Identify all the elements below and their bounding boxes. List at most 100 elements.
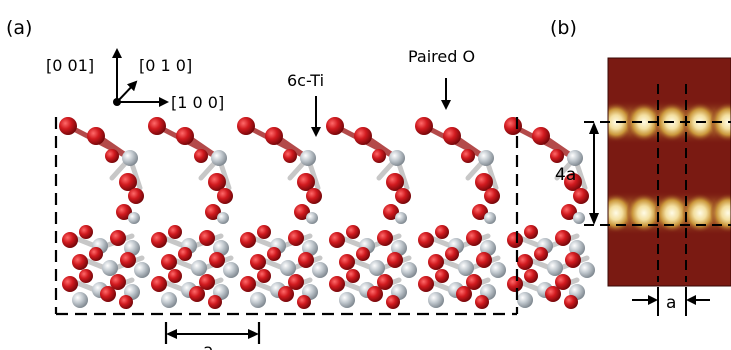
- oxygen-atom: [265, 127, 283, 145]
- oxygen-atom: [443, 127, 461, 145]
- oxygen-atom: [339, 254, 355, 270]
- oxygen-atom: [240, 232, 256, 248]
- stm-bright-spot: [626, 193, 662, 233]
- oxygen-atom: [278, 286, 294, 302]
- oxygen-atom: [524, 225, 538, 239]
- oxygen-atom: [128, 188, 144, 204]
- oxygen-atom: [386, 295, 400, 309]
- oxygen-atom: [59, 117, 77, 135]
- titanium-atom: [490, 262, 506, 278]
- oxygen-atom: [476, 252, 492, 268]
- oxygen-atom: [356, 247, 370, 261]
- oxygen-atom: [189, 286, 205, 302]
- titanium-atom: [517, 292, 533, 308]
- oxygen-atom: [297, 295, 311, 309]
- oxygen-atom: [573, 188, 589, 204]
- stm-bright-spot: [608, 193, 634, 233]
- oxygen-atom: [466, 274, 482, 290]
- slab-frame: [54, 117, 519, 316]
- oxygen-atom: [507, 276, 523, 292]
- oxygen-atom: [472, 204, 488, 220]
- titanium-atom: [478, 150, 494, 166]
- titanium-atom: [458, 260, 474, 276]
- titanium-atom: [161, 292, 177, 308]
- oxygen-atom: [89, 247, 103, 261]
- titanium-atom: [312, 262, 328, 278]
- stm-period-dimension: 4a: [555, 122, 599, 225]
- oxygen-atom: [176, 127, 194, 145]
- oxygen-atom: [475, 295, 489, 309]
- oxygen-atom: [237, 117, 255, 135]
- oxygen-atom: [79, 269, 93, 283]
- titanium-atom: [72, 292, 88, 308]
- stm-spacing-dimension: a: [632, 287, 710, 316]
- titanium-atom: [134, 262, 150, 278]
- titanium-atom: [428, 292, 444, 308]
- oxygen-atom: [297, 173, 315, 191]
- oxygen-atom: [288, 274, 304, 290]
- oxygen-atom: [532, 127, 550, 145]
- oxygen-atom: [294, 204, 310, 220]
- oxygen-atom: [257, 269, 271, 283]
- titanium-atom: [128, 212, 140, 224]
- oxygen-atom: [507, 232, 523, 248]
- titanium-atom: [579, 262, 595, 278]
- oxygen-atom: [199, 274, 215, 290]
- oxygen-atom: [428, 254, 444, 270]
- oxygen-atom: [346, 269, 360, 283]
- atoms: [59, 117, 595, 309]
- titanium-atom: [573, 212, 585, 224]
- titanium-atom: [122, 150, 138, 166]
- oxygen-atom: [435, 269, 449, 283]
- oxygen-atom: [461, 149, 475, 163]
- oxygen-atom: [119, 295, 133, 309]
- stm-image-border: [607, 57, 731, 287]
- titanium-atom: [191, 260, 207, 276]
- ti-annotation: 6c-Ti: [287, 71, 324, 137]
- lattice-scale-label: a: [203, 341, 213, 350]
- axis-triad: [0 01] [0 1 0] [1 0 0]: [46, 48, 224, 112]
- oxygen-atom: [240, 276, 256, 292]
- oxygen-atom: [418, 276, 434, 292]
- panel-b-label: (b): [550, 17, 577, 39]
- titanium-atom: [395, 212, 407, 224]
- axis-z-label: [0 01]: [46, 56, 94, 75]
- oxygen-atom: [72, 254, 88, 270]
- titanium-atom: [211, 150, 227, 166]
- titanium-atom: [567, 150, 583, 166]
- oxygen-atom: [62, 232, 78, 248]
- oxygen-atom: [283, 149, 297, 163]
- oxygen-atom: [504, 117, 522, 135]
- crystal-structure: [59, 117, 595, 309]
- oxygen-atom: [168, 269, 182, 283]
- oxygen-atom: [194, 149, 208, 163]
- oxygen-atom: [484, 188, 500, 204]
- oxygen-atom: [119, 173, 137, 191]
- oxygen-atom: [555, 230, 571, 246]
- axis-x-label: [1 0 0]: [171, 93, 224, 112]
- oxygen-atom: [555, 274, 571, 290]
- oxygen-atom: [564, 295, 578, 309]
- oxygen-atom: [524, 269, 538, 283]
- oxygen-atom: [100, 286, 116, 302]
- stm-bright-spot: [710, 193, 731, 233]
- stm-image: [608, 58, 731, 286]
- stm-spacing-label: a: [666, 293, 676, 313]
- oxygen-atom: [346, 225, 360, 239]
- titanium-atom: [369, 260, 385, 276]
- paired-o-annotation-label: Paired O: [408, 47, 475, 66]
- titanium-atom: [217, 212, 229, 224]
- oxygen-atom: [367, 286, 383, 302]
- oxygen-atom: [62, 276, 78, 292]
- paired-o-annotation: Paired O: [408, 47, 475, 110]
- titanium-atom: [280, 260, 296, 276]
- oxygen-atom: [561, 204, 577, 220]
- oxygen-atom: [267, 247, 281, 261]
- titanium-atom: [484, 212, 496, 224]
- oxygen-atom: [534, 247, 548, 261]
- oxygen-atom: [87, 127, 105, 145]
- titanium-atom: [300, 150, 316, 166]
- oxygen-atom: [257, 225, 271, 239]
- oxygen-atom: [415, 117, 433, 135]
